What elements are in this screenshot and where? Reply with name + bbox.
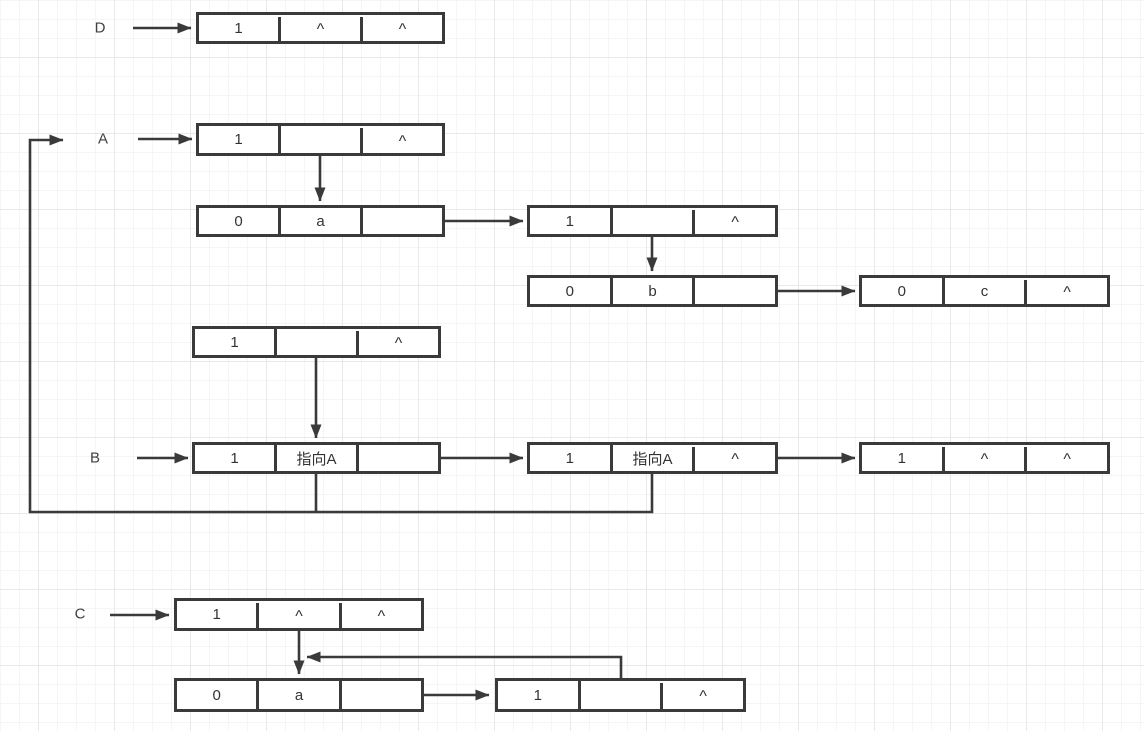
node-d-header[interactable]: 1 ^^ — [196, 12, 445, 44]
node-c-header-cell-0: 1 — [212, 606, 221, 623]
node-d-header-cell-0: 1 — [234, 19, 243, 37]
node-b-2[interactable]: 1 指向A^ — [527, 442, 778, 474]
node-a-header-cell-0: 1 — [234, 131, 243, 148]
node-a-sublist-header-cell-2: ^ — [692, 210, 775, 236]
node-c-header-cell-1: ^ — [256, 603, 338, 630]
node-a-header-cell-1 — [278, 126, 360, 153]
node-c-elem-a-cell-2 — [338, 681, 421, 709]
node-b-3-cell-1: ^ — [941, 447, 1025, 473]
node-c-sublist-header-cell-0: 1 — [533, 686, 542, 704]
node-a-elem-a-cell-2 — [360, 208, 442, 234]
label-d[interactable]: D — [94, 19, 106, 37]
node-a-elem-c-cell-2: ^ — [1024, 280, 1107, 306]
node-a-elem-c[interactable]: 0 c^ — [859, 275, 1110, 307]
node-a-elem-a-cell-0: 0 — [234, 212, 243, 230]
node-a-header-cell-2: ^ — [360, 128, 442, 155]
node-b-3[interactable]: 1 ^^ — [859, 442, 1110, 474]
node-b-1-cell-0: 1 — [230, 449, 239, 467]
node-a-sublist-header-cell-0: 1 — [565, 212, 574, 230]
node-b-extra-header-cell-0: 1 — [230, 333, 239, 351]
edge-c-sublist-back[interactable] — [306, 651, 623, 678]
label-b[interactable]: B — [89, 449, 101, 467]
node-c-sublist-header-cell-1 — [577, 681, 661, 709]
node-c-sublist-header[interactable]: 1^ — [495, 678, 746, 712]
node-a-elem-c-cell-1: c — [941, 278, 1025, 304]
node-c-header[interactable]: 1 ^^ — [174, 598, 424, 631]
node-b-extra-header-cell-2: ^ — [356, 331, 438, 357]
label-c[interactable]: C — [74, 605, 86, 623]
node-d-header-cell-1: ^ — [278, 17, 360, 43]
node-a-elem-b-cell-1: b — [609, 278, 693, 304]
node-b-2-cell-2: ^ — [692, 447, 775, 473]
node-a-elem-b-cell-0: 0 — [565, 282, 574, 300]
node-b-1[interactable]: 1 指向A — [192, 442, 441, 474]
node-a-elem-b-cell-2 — [692, 278, 775, 304]
node-b-3-cell-2: ^ — [1024, 447, 1107, 473]
node-a-sublist-header[interactable]: 1^ — [527, 205, 778, 237]
node-b-extra-header-cell-1 — [274, 329, 356, 355]
node-a-elem-c-cell-0: 0 — [897, 282, 906, 300]
node-b-1-cell-1: 指向A — [274, 445, 356, 471]
node-c-elem-a-cell-1: a — [256, 681, 338, 709]
node-b-1-cell-2 — [356, 445, 438, 471]
node-a-sublist-header-cell-1 — [609, 208, 693, 234]
node-b-3-cell-0: 1 — [897, 449, 906, 467]
node-b-2-cell-1: 指向A — [609, 445, 693, 471]
node-c-header-cell-2: ^ — [338, 603, 421, 630]
node-a-header[interactable]: 1^ — [196, 123, 445, 156]
node-b-2-cell-0: 1 — [565, 449, 574, 467]
label-a[interactable]: A — [97, 130, 109, 148]
node-b-extra-header[interactable]: 1^ — [192, 326, 441, 358]
node-d-header-cell-2: ^ — [360, 17, 442, 43]
node-c-sublist-header-cell-2: ^ — [660, 683, 743, 711]
node-c-elem-a-cell-0: 0 — [212, 686, 221, 704]
node-a-elem-a-cell-1: a — [278, 208, 360, 234]
